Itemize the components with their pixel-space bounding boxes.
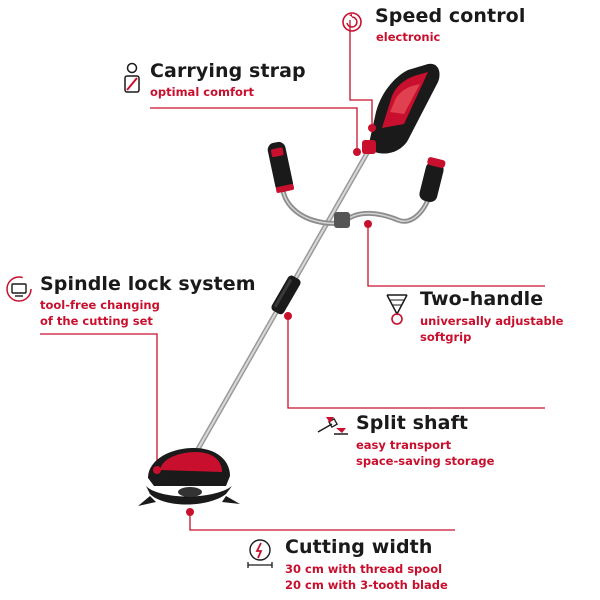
cutting-width-line-2: 20 cm with 3-tooth blade	[285, 578, 448, 592]
speed-control-title: Speed control	[375, 5, 526, 27]
leader-two-handle	[367, 226, 545, 287]
leader-spindle-lock	[40, 333, 158, 470]
two-handle-line-2: softgrip	[420, 330, 472, 344]
cutting-width-icon	[247, 539, 273, 568]
leader-cutting-width	[189, 512, 455, 531]
hotspot-dots	[153, 124, 376, 516]
split-shaft-icon	[317, 417, 348, 435]
two-handle-line-1: universally adjustable	[420, 314, 564, 328]
bike-handle-icon	[386, 294, 408, 325]
cutting-head	[138, 448, 240, 506]
monitor-lock-icon	[6, 276, 32, 302]
carrying-strap-line-1: optimal comfort	[150, 85, 255, 99]
two-handle-title: Two-handle	[420, 288, 544, 310]
cutting-width-line-1: 30 cm with thread spool	[285, 562, 443, 576]
spindle-lock-line-1: tool-free changing	[40, 298, 160, 312]
carrying-strap-title: Carrying strap	[150, 60, 306, 82]
leader-speed-control	[349, 20, 373, 128]
split-shaft-line-1: easy transport	[356, 438, 452, 452]
speed-control-line-1: electronic	[376, 30, 441, 44]
spindle-lock-line-2: of the cutting set	[40, 314, 153, 328]
spindle-lock-title: Spindle lock system	[40, 273, 256, 295]
bike-handle	[267, 141, 446, 228]
split-shaft-line-2: space-saving storage	[356, 454, 495, 468]
split-shaft-title: Split shaft	[356, 412, 469, 434]
leader-lines	[40, 20, 545, 531]
speed-dial-icon	[342, 12, 362, 32]
leader-carrying-strap	[150, 107, 358, 150]
person-strap-icon	[124, 62, 140, 93]
leader-split-shaft	[287, 316, 545, 409]
battery-housing	[362, 63, 440, 154]
cutting-width-title: Cutting width	[285, 536, 433, 558]
trimmer-shaft	[183, 131, 381, 473]
